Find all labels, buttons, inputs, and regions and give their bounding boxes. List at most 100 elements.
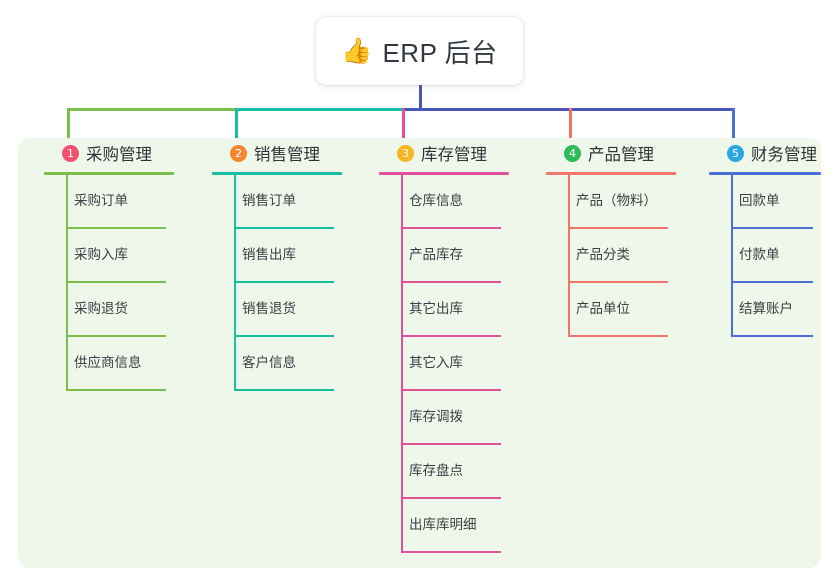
leaf-node-label: 采购退货 — [74, 301, 128, 316]
column-badge-1: 1 — [62, 144, 79, 162]
leaf-node[interactable]: 出库库明细 — [375, 499, 527, 553]
leaf-node[interactable]: 其它入库 — [375, 337, 527, 391]
column-title-5: 财务管理 — [751, 146, 817, 164]
leaf-node-label: 其它入库 — [409, 355, 463, 370]
leaf-node[interactable]: 供应商信息 — [40, 337, 192, 391]
leaf-node[interactable]: 付款单 — [705, 229, 839, 283]
leaf-node-rule — [66, 281, 166, 283]
column-rule-1 — [44, 172, 174, 175]
leaf-node-rule — [234, 335, 334, 337]
leaf-node-label: 出库库明细 — [409, 517, 477, 532]
leaf-node-rule — [731, 281, 813, 283]
leaf-node-label: 结算账户 — [739, 301, 793, 316]
leaf-node[interactable]: 其它出库 — [375, 283, 527, 337]
leaf-node-rule — [234, 227, 334, 229]
column-title-3: 库存管理 — [421, 146, 487, 164]
leaf-node-label: 供应商信息 — [74, 355, 142, 370]
leaf-node[interactable]: 采购入库 — [40, 229, 192, 283]
column-badge-3: 3 — [397, 144, 414, 162]
column-title-1: 采购管理 — [86, 146, 152, 164]
leaf-node-label: 客户信息 — [242, 355, 296, 370]
leaf-node-rule — [66, 389, 166, 391]
leaf-node[interactable]: 产品单位 — [542, 283, 694, 337]
leaf-node-label: 仓库信息 — [409, 193, 463, 208]
leaf-node[interactable]: 仓库信息 — [375, 175, 527, 229]
column-title-2: 销售管理 — [254, 146, 320, 164]
column-items-2: 销售订单销售出库销售退货客户信息 — [208, 175, 360, 391]
column-rule-2 — [212, 172, 342, 175]
leaf-node-label: 其它出库 — [409, 301, 463, 316]
leaf-node[interactable]: 产品（物料） — [542, 175, 694, 229]
column-header-3[interactable]: 3 库存管理 — [375, 138, 527, 168]
leaf-node-label: 销售订单 — [242, 193, 296, 208]
leaf-node-label: 库存盘点 — [409, 463, 463, 478]
column-rule-5 — [709, 172, 821, 175]
leaf-node-label: 付款单 — [739, 247, 780, 262]
column-header-1[interactable]: 1 采购管理 — [40, 138, 192, 168]
column-title-4: 产品管理 — [588, 146, 654, 164]
drop-stub-3 — [402, 108, 405, 144]
leaf-node[interactable]: 产品库存 — [375, 229, 527, 283]
leaf-node[interactable]: 产品分类 — [542, 229, 694, 283]
leaf-node-rule — [731, 227, 813, 229]
leaf-node-rule — [401, 443, 501, 445]
column-items-3: 仓库信息产品库存其它出库其它入库库存调拨库存盘点出库库明细 — [375, 175, 527, 553]
leaf-node-rule — [234, 389, 334, 391]
drop-stub-1 — [67, 108, 70, 144]
leaf-node[interactable]: 采购退货 — [40, 283, 192, 337]
leaf-node[interactable]: 销售订单 — [208, 175, 360, 229]
leaf-node[interactable]: 库存盘点 — [375, 445, 527, 499]
leaf-node-rule — [401, 281, 501, 283]
root-node-title: ERP 后台 — [382, 37, 498, 68]
leaf-node-rule — [401, 551, 501, 553]
column-items-1: 采购订单采购入库采购退货供应商信息 — [40, 175, 192, 391]
leaf-node-label: 采购入库 — [74, 247, 128, 262]
column-rule-3 — [379, 172, 509, 175]
leaf-node-rule — [401, 227, 501, 229]
column-1: 1 采购管理采购订单采购入库采购退货供应商信息 — [40, 138, 192, 391]
leaf-node-label: 产品单位 — [576, 301, 630, 316]
root-stem-line — [419, 85, 422, 111]
leaf-node[interactable]: 客户信息 — [208, 337, 360, 391]
column-trunk-4 — [568, 175, 570, 337]
column-5: 5 财务管理回款单付款单结算账户 — [705, 138, 839, 337]
column-trunk-5 — [731, 175, 733, 337]
leaf-node[interactable]: 销售出库 — [208, 229, 360, 283]
leaf-node-rule — [401, 497, 501, 499]
leaf-node-label: 产品分类 — [576, 247, 630, 262]
leaf-node[interactable]: 销售退货 — [208, 283, 360, 337]
leaf-node[interactable]: 结算账户 — [705, 283, 839, 337]
drop-stub-5 — [732, 108, 735, 144]
leaf-node-rule — [234, 281, 334, 283]
root-node-erp-backend[interactable]: 👍 ERP 后台 — [316, 17, 523, 85]
column-header-5[interactable]: 5 财务管理 — [705, 138, 839, 168]
column-2: 2 销售管理销售订单销售出库销售退货客户信息 — [208, 138, 360, 391]
leaf-node-label: 产品库存 — [409, 247, 463, 262]
leaf-node[interactable]: 回款单 — [705, 175, 839, 229]
leaf-node-rule — [568, 335, 668, 337]
leaf-node-rule — [401, 335, 501, 337]
leaf-node-label: 采购订单 — [74, 193, 128, 208]
leaf-node[interactable]: 库存调拨 — [375, 391, 527, 445]
bus-segment-3 — [402, 108, 572, 111]
column-header-2[interactable]: 2 销售管理 — [208, 138, 360, 168]
leaf-node-rule — [568, 281, 668, 283]
column-trunk-3 — [401, 175, 403, 553]
leaf-node-rule — [401, 389, 501, 391]
leaf-node[interactable]: 采购订单 — [40, 175, 192, 229]
leaf-node-label: 回款单 — [739, 193, 780, 208]
column-badge-5: 5 — [727, 144, 744, 162]
leaf-node-label: 销售退货 — [242, 301, 296, 316]
leaf-node-label: 销售出库 — [242, 247, 296, 262]
diagram-board: 1 采购管理采购订单采购入库采购退货供应商信息 2 销售管理销售订单销售出库销售退货客… — [18, 138, 821, 568]
column-3: 3 库存管理仓库信息产品库存其它出库其它入库库存调拨库存盘点出库库明细 — [375, 138, 527, 553]
leaf-node-label: 产品（物料） — [576, 193, 657, 208]
column-badge-2: 2 — [230, 144, 247, 162]
column-items-5: 回款单付款单结算账户 — [705, 175, 839, 337]
drop-stub-4 — [569, 108, 572, 144]
leaf-node-rule — [66, 335, 166, 337]
column-trunk-2 — [234, 175, 236, 391]
